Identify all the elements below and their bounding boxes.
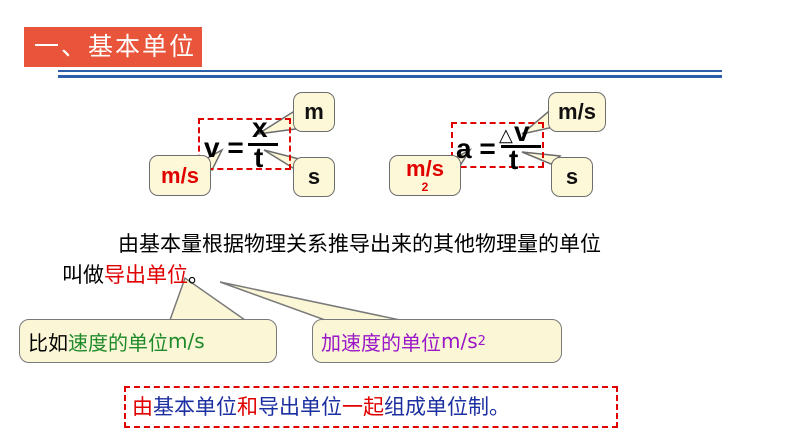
section-title: 一、基本单位 [24,27,202,67]
example-accel-colored: 加速度的单位 [321,330,441,355]
formula-a-delta: △ [499,125,513,145]
paragraph-line-1: 由基本量根据物理关系推导出来的其他物理量的单位 [118,232,601,256]
summary-part-4: 导出单位 [258,395,342,419]
formula-a-numerator: v [514,116,530,147]
formula-v-lhs: v = [204,132,244,163]
summary-part-7: 单位制。 [426,395,510,419]
example-speed-colored: 速度的单位 [68,330,168,355]
example-speed-unit-text: m/s [168,329,205,353]
callout-a-lhs-unit-exp: 2 [421,180,429,194]
summary-statement: 由基本单位和导出单位一起组成单位制。 [124,386,618,428]
example-speed-prefix: 比如 [28,330,68,355]
callout-v-num-unit: m [293,92,335,132]
formula-a-box [451,122,544,168]
paragraph-line-2-prefix: 叫做 [62,263,104,287]
formula-a-denominator: t [509,144,519,175]
formula-v-denominator: t [254,142,264,173]
derived-unit-highlight: 导出单位 [104,263,188,287]
callout-a-lhs-unit-text: m/s [406,156,444,181]
formula-v-box [198,118,291,170]
formula-a-fraction-line [501,145,541,148]
paragraph-line-2: 叫做导出单位。 [62,259,209,289]
callout-a-num-unit: m/s [548,92,606,132]
summary-part-1: 由 [132,395,153,419]
callout-v-den-unit: s [293,157,335,197]
summary-part-3: 和 [237,395,258,419]
summary-part-5: 一起 [342,395,384,419]
formula-v-numerator: x [252,112,268,143]
example-accel-exp: 2 [477,333,486,349]
divider-bottom [58,75,722,78]
callout-v-lhs-unit: m/s [149,155,211,196]
paragraph-line-2-suffix: 。 [188,263,209,287]
summary-part-2: 基本单位 [153,395,237,419]
callout-a-lhs-unit: m/s 2 [389,155,461,196]
example-accel-unit-text: m/s [441,329,478,353]
formula-v-fraction-line [248,143,278,146]
divider-top [58,70,722,72]
callout-a-den-unit: s [551,157,593,197]
summary-part-6: 组成 [384,395,426,419]
formula-a-lhs: a = [456,133,496,164]
